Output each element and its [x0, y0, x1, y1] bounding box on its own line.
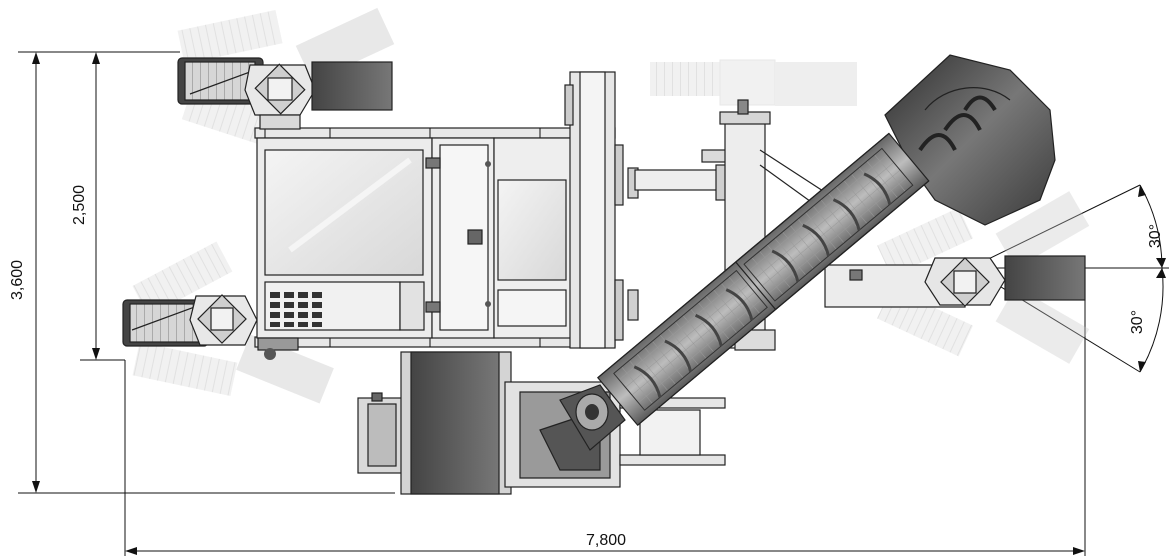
front-left-track-unit	[177, 57, 393, 130]
control-keypad	[270, 292, 322, 327]
dimension-lines	[18, 51, 1169, 556]
rear-left-track-unit	[122, 294, 299, 360]
dimension-angle-upper: 30°	[1147, 224, 1164, 248]
dimension-total-height: 3,600	[9, 260, 26, 300]
main-chassis	[254, 71, 639, 349]
auger-conveyor	[559, 54, 1056, 451]
dimension-angle-lower: 30°	[1129, 310, 1146, 334]
dimension-track-span: 2,500	[71, 185, 88, 225]
rear-right-track-unit	[824, 255, 1086, 308]
dimension-total-width: 7,800	[586, 532, 626, 549]
